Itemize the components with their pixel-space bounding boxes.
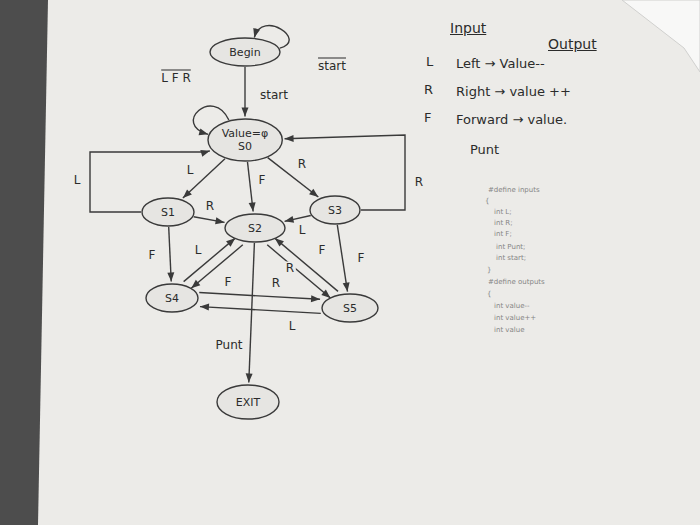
legend-note: Punt <box>470 142 499 157</box>
code-note: int value-- <box>494 302 530 311</box>
state-ellipse <box>310 196 360 224</box>
state-text: EXIT <box>236 396 260 409</box>
arrow-head <box>215 217 224 224</box>
transition-label: F <box>147 249 158 262</box>
arrow-head <box>285 216 295 223</box>
state-text: S4 <box>165 292 179 305</box>
arrow-head <box>275 238 284 246</box>
state-ellipse <box>208 119 282 161</box>
state-text: S5 <box>343 302 357 315</box>
arrow-head <box>246 373 253 382</box>
code-note: } <box>487 266 491 275</box>
arrow-head <box>191 280 200 288</box>
arrow-head <box>183 189 192 198</box>
transition-label: R <box>270 277 282 290</box>
transition-label: L <box>72 174 83 187</box>
paper-sheet <box>38 0 700 525</box>
state-text: S0 <box>238 140 252 153</box>
arrow-head <box>200 304 209 311</box>
state-text: Begin <box>229 46 260 59</box>
state-circle: S3 <box>309 195 361 225</box>
transition-label: L F R <box>159 72 193 85</box>
transition-arrow <box>183 159 225 198</box>
state-text: S2 <box>248 222 262 235</box>
code-note: int Punt; <box>496 243 525 252</box>
transition-label: R <box>204 200 216 213</box>
transition-label: F <box>317 244 328 257</box>
legend-note: L <box>426 54 433 69</box>
legend-note: Left → Value-- <box>456 56 545 71</box>
transition-label: F <box>223 276 234 289</box>
legend-note: F <box>424 110 431 125</box>
transition-arrow <box>275 238 338 291</box>
transition-arrow <box>249 243 255 383</box>
arrow-head <box>200 150 210 157</box>
code-note: { <box>487 290 491 299</box>
state-circle: EXIT <box>216 384 280 420</box>
transition-arrow <box>268 158 319 197</box>
code-note: int R; <box>494 219 513 228</box>
state-ellipse <box>142 198 194 226</box>
transition-label: R <box>413 176 425 189</box>
transition-arrow <box>200 307 321 314</box>
state-ellipse <box>217 385 279 419</box>
paper-corner <box>622 0 700 72</box>
transition-label: L <box>193 244 204 257</box>
state-circle: S4 <box>145 283 199 313</box>
code-note: int L; <box>494 208 512 217</box>
state-ellipse <box>322 294 378 322</box>
arrow-head <box>199 129 209 136</box>
transition-label: R <box>296 158 308 171</box>
code-note: int value++ <box>494 314 536 323</box>
transition-label: F <box>257 174 268 187</box>
code-note: #define outputs <box>488 278 545 287</box>
state-ellipse <box>146 284 198 312</box>
state-circle: Begin <box>209 37 281 67</box>
legend-note: Right → value ++ <box>456 84 571 99</box>
transition-label: R <box>284 262 296 275</box>
transition-label: Punt <box>214 339 245 352</box>
state-circle: S2 <box>224 213 286 243</box>
arrow-head <box>241 107 248 116</box>
arrow-head <box>167 272 174 281</box>
transition-label: L <box>297 224 308 237</box>
code-note: int F; <box>494 230 512 239</box>
arrow-head <box>309 189 318 197</box>
state-circle: S1 <box>141 197 195 227</box>
arrow-head <box>285 135 294 142</box>
transition-arrow <box>199 293 320 300</box>
arrow-head <box>253 28 260 38</box>
arrow-head <box>343 282 350 291</box>
code-note: int start; <box>496 254 526 263</box>
code-note: { <box>485 197 489 206</box>
legend-note: Output <box>548 36 597 52</box>
arrow-head <box>249 202 256 211</box>
legend-note: R <box>424 82 433 97</box>
arrow-head <box>311 295 320 302</box>
state-text: S3 <box>328 204 342 217</box>
arrow-head <box>226 238 235 246</box>
transition-label: L <box>287 320 298 333</box>
transition-label: start <box>258 89 290 102</box>
state-text: S1 <box>161 206 175 219</box>
state-circle: S5 <box>321 293 379 323</box>
arrow-head <box>321 290 330 298</box>
transition-arrow <box>337 225 347 292</box>
code-note: #define inputs <box>488 186 540 195</box>
transition-label: L <box>185 164 196 177</box>
transition-label: F <box>356 252 367 265</box>
code-note: int value <box>494 326 524 335</box>
state-ellipse <box>225 214 285 242</box>
state-ellipse <box>210 38 280 66</box>
state-text: Value=φ <box>222 127 269 140</box>
transition-label: start <box>316 60 348 73</box>
state-circle: Value=φS0 <box>207 118 283 162</box>
legend-note: Input <box>450 20 486 36</box>
legend-note: Forward → value. <box>456 112 567 127</box>
